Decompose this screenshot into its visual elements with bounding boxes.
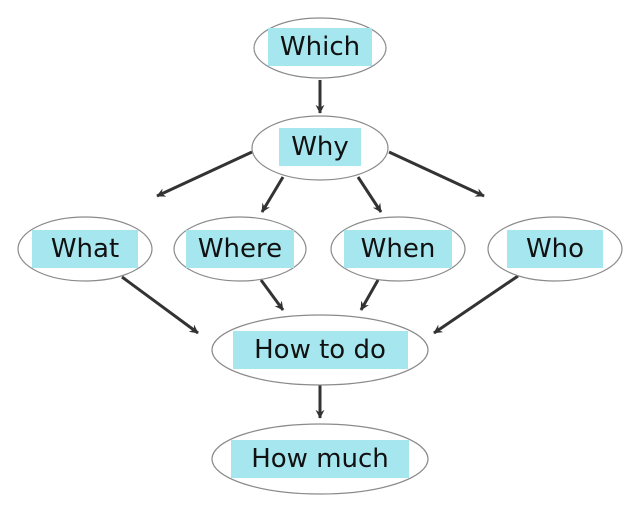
node-who: Who	[487, 216, 623, 282]
node-how-to-do: How to do	[211, 314, 429, 386]
node-who-label: Who	[526, 234, 584, 264]
node-how-much: How much	[211, 423, 429, 495]
node-what-highlight	[32, 230, 138, 268]
node-when-label: When	[361, 234, 436, 264]
edge-who-how-to-do	[433, 274, 519, 335]
node-how-to-do-highlight	[233, 331, 408, 369]
node-when: When	[330, 216, 466, 282]
edge-why-when	[356, 176, 383, 213]
node-who-highlight	[507, 230, 603, 268]
edge-why-who	[388, 150, 485, 198]
node-why: Why	[251, 115, 389, 181]
node-which-label: Which	[280, 32, 360, 62]
node-where: Where	[173, 216, 307, 282]
node-what: What	[17, 216, 153, 282]
edge-what-how-to-do	[121, 275, 199, 335]
edge-why-where	[260, 176, 285, 213]
node-why-label: Why	[291, 132, 349, 162]
node-which: Which	[253, 17, 387, 79]
edges	[121, 80, 519, 419]
node-where-label: Where	[198, 234, 282, 264]
node-which-highlight	[268, 28, 372, 66]
node-when-highlight	[344, 230, 452, 268]
node-where-highlight	[186, 230, 294, 268]
node-how-much-highlight	[231, 440, 409, 478]
node-why-highlight	[279, 128, 361, 166]
node-what-label: What	[51, 234, 119, 264]
edge-where-how-to-do	[259, 279, 285, 311]
node-how-to-do-label: How to do	[254, 335, 386, 365]
node-how-much-label: How much	[251, 444, 389, 474]
edge-when-how-to-do	[359, 279, 380, 311]
edge-why-what	[156, 150, 253, 198]
